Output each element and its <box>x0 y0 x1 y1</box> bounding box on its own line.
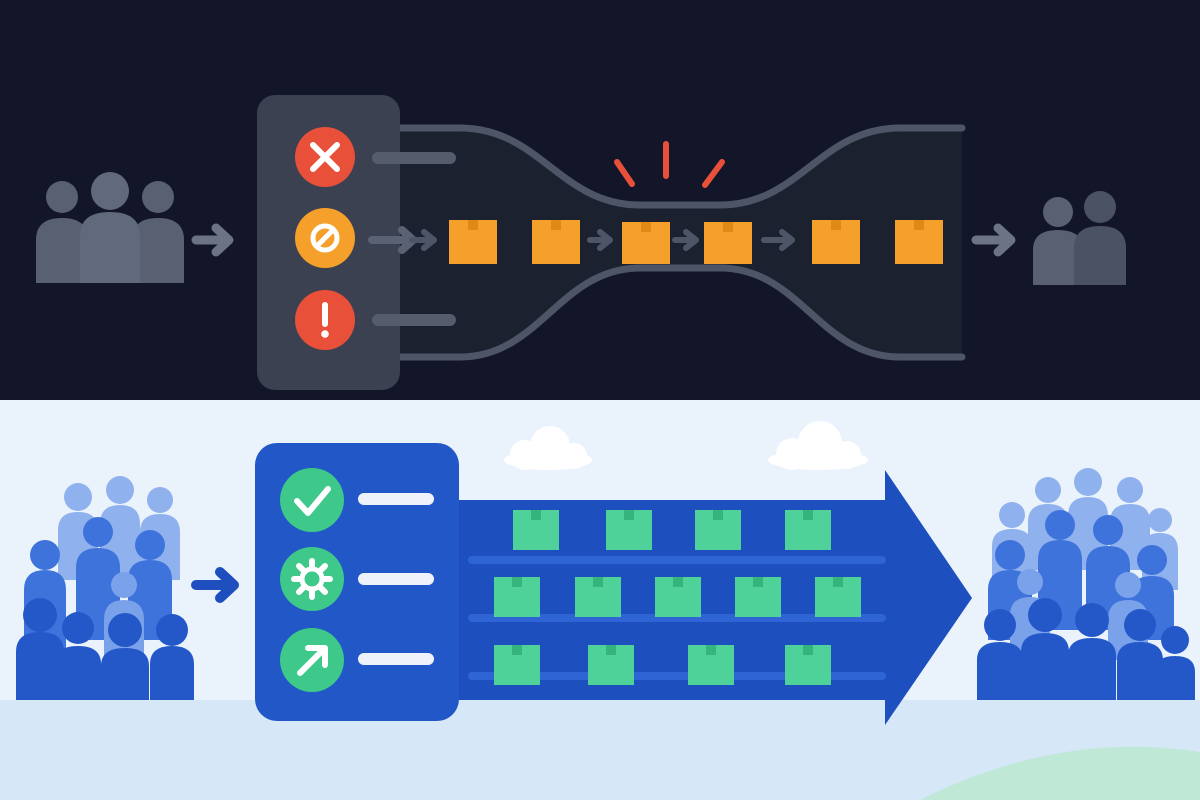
person-icon <box>36 181 88 283</box>
status-panel <box>257 95 456 390</box>
package-box <box>785 645 831 685</box>
package-box <box>688 645 734 685</box>
text-line <box>372 314 456 326</box>
package-box <box>513 510 559 550</box>
conveyor-rail <box>468 556 886 564</box>
package-box <box>449 220 497 264</box>
bottleneck-scene <box>0 0 1200 400</box>
package-box <box>655 577 701 617</box>
package-box <box>575 577 621 617</box>
person-icon <box>80 172 140 283</box>
crowd-front-row <box>977 598 1195 700</box>
package-box <box>494 645 540 685</box>
crowd-left <box>16 476 194 700</box>
crowd-right <box>977 468 1195 700</box>
person-icon <box>1033 197 1083 285</box>
package-box <box>895 220 943 264</box>
text-line <box>358 653 434 665</box>
box-row <box>494 577 861 617</box>
package-box <box>622 222 670 264</box>
arrow-right-icon <box>409 229 437 251</box>
arrow-right-icon <box>587 229 613 251</box>
arrow-right-icon <box>761 229 795 251</box>
arrow-right-icon <box>672 229 699 251</box>
reject-item <box>295 127 456 187</box>
arrow-right-icon <box>191 567 239 603</box>
user-group-left <box>36 172 184 283</box>
arrow-right-icon <box>971 223 1016 257</box>
hill <box>920 746 1200 800</box>
process-panel <box>255 443 459 721</box>
flow-pipe-arrow <box>440 470 972 725</box>
crowd-front-row <box>16 598 194 700</box>
package-box <box>532 220 580 264</box>
warning-item <box>295 290 456 350</box>
cloud <box>504 426 592 470</box>
blocked-item <box>295 208 417 268</box>
box-row <box>513 510 831 550</box>
package-box <box>494 577 540 617</box>
text-line <box>358 573 434 585</box>
package-box <box>588 645 634 685</box>
package-box <box>695 510 741 550</box>
package-box <box>606 510 652 550</box>
conveyor-rail <box>468 614 886 622</box>
package-box <box>815 577 861 617</box>
forward-item <box>280 628 434 692</box>
cloud <box>768 421 868 470</box>
package-box <box>735 577 781 617</box>
approved-item <box>280 468 434 532</box>
package-box <box>785 510 831 550</box>
check-icon <box>280 468 344 532</box>
flow-scene <box>0 400 1200 800</box>
pressure-spark-icon <box>614 141 725 188</box>
package-box <box>704 222 752 264</box>
person-icon <box>1074 191 1126 285</box>
package-box <box>812 220 860 264</box>
gear-icon <box>280 547 344 611</box>
processing-item <box>280 547 434 611</box>
text-line <box>358 493 434 505</box>
user-group-right <box>1033 191 1126 285</box>
person-icon <box>132 181 184 283</box>
arrow-right-icon <box>191 223 234 257</box>
conveyor-rail <box>468 672 886 680</box>
box-row <box>494 645 831 685</box>
text-line <box>372 152 456 164</box>
